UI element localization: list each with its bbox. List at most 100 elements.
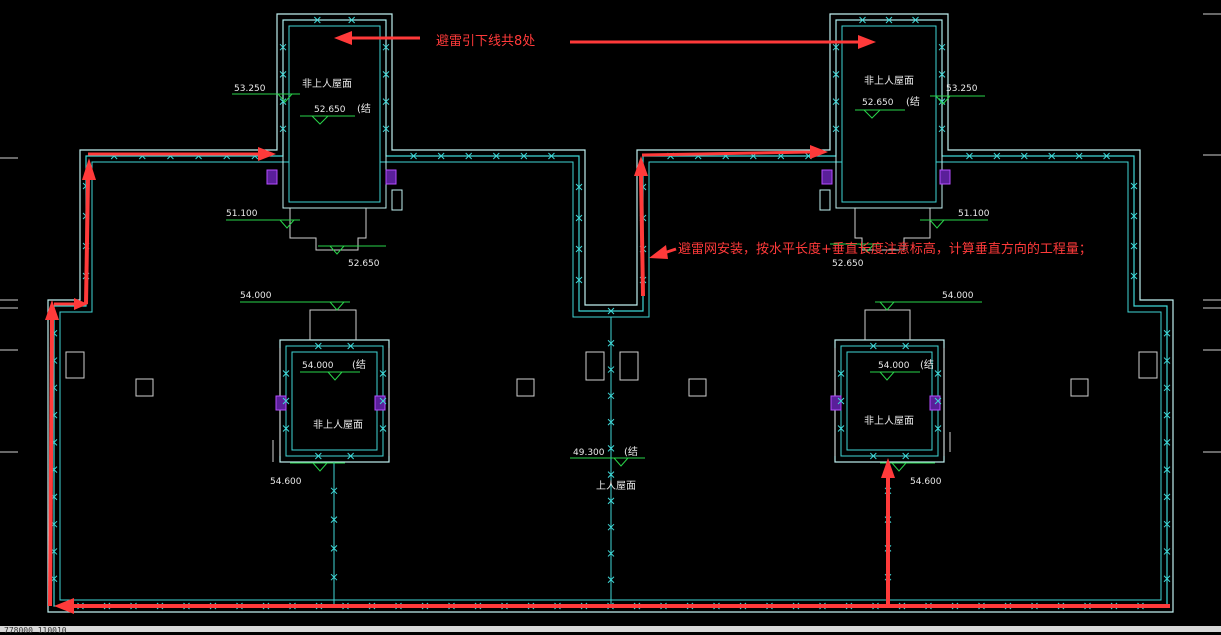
mr-note: (结 — [920, 358, 934, 371]
center-note: (结 — [624, 445, 638, 458]
mesh-cross-mark — [1163, 411, 1171, 419]
mesh-cross-mark — [492, 152, 500, 160]
mesh-vertical-lines — [333, 317, 889, 606]
mesh-cross-mark — [382, 125, 390, 133]
ml-elev-bottom: 54.600 — [270, 477, 302, 487]
roof-openings — [65, 351, 1158, 397]
mesh-cross-mark — [1163, 329, 1171, 337]
tl-elev-center: 52.650 — [314, 105, 346, 115]
tr-elev-right: 53.250 — [946, 84, 978, 94]
mesh-cross-mark — [282, 370, 290, 377]
mesh-cross-mark — [832, 71, 840, 78]
level-marks — [226, 93, 988, 472]
mesh-cross-mark — [607, 366, 615, 373]
mesh-cross-mark — [607, 576, 615, 584]
mesh-cross-mark — [279, 125, 287, 133]
center-elev: 49.300 — [573, 448, 605, 458]
mesh-cross-mark — [330, 516, 338, 523]
mesh-cross-mark — [575, 276, 583, 284]
mesh-cross-mark — [1075, 152, 1083, 160]
mr-elev-bottom: 54.600 — [910, 477, 942, 487]
mesh-cross-mark — [313, 16, 321, 24]
mesh-cross-mark — [1048, 152, 1056, 160]
mesh-cross-mark — [282, 425, 290, 432]
mesh-cross-mark — [330, 545, 338, 552]
mesh-cross-mark — [934, 397, 942, 405]
mesh-cross-mark — [938, 71, 946, 78]
tr-elev-bottom-right: 51.100 — [958, 209, 990, 219]
edge-ticks — [0, 13, 1221, 453]
mesh-cross-mark — [607, 550, 615, 557]
mesh-cross-mark — [837, 370, 845, 377]
mesh-cross-mark — [832, 43, 840, 51]
mesh-cross-mark — [1163, 439, 1171, 446]
tr-elev-bottom: 52.650 — [832, 259, 864, 269]
mesh-cross-mark — [837, 397, 845, 405]
tr-room-label: 非上人屋面 — [864, 75, 914, 87]
mesh-cross-mark — [902, 452, 910, 460]
mesh-cross-mark — [1020, 152, 1028, 160]
mesh-cross-mark — [575, 245, 583, 253]
mesh-cross-mark — [1130, 242, 1138, 250]
mr-room-label: 非上人屋面 — [864, 415, 914, 427]
mesh-cross-mark — [1163, 384, 1171, 392]
mesh-cross-mark — [607, 339, 615, 347]
mesh-cross-mark — [1163, 575, 1171, 583]
mesh-cross-mark — [1163, 548, 1171, 555]
mesh-cross-mark — [382, 98, 390, 105]
mr-elev-center: 54.000 — [878, 361, 910, 371]
mesh-cross-mark — [832, 98, 840, 105]
ml-elev-center: 54.000 — [302, 361, 334, 371]
mesh-cross-mark — [347, 342, 355, 350]
mesh-cross-mark — [912, 16, 919, 24]
mesh-cross-mark — [607, 418, 615, 426]
mesh-cross-mark — [607, 445, 615, 452]
downlead-annotation: 避雷引下线共8处 — [436, 34, 535, 49]
mesh-cross-mark — [1130, 272, 1138, 280]
mesh-cross-mark — [902, 342, 910, 350]
mesh-cross-mark — [330, 573, 338, 581]
mesh-cross-mark — [607, 392, 615, 400]
mesh-cross-mark — [934, 370, 942, 377]
center-room-label: 上人屋面 — [596, 480, 636, 492]
mesh-cross-mark — [520, 152, 528, 160]
mr-elev-top: 54.000 — [942, 291, 974, 301]
tl-elev-bottom: 52.650 — [348, 259, 380, 269]
mesh-cross-mark — [279, 43, 287, 51]
mesh-cross-mark — [859, 16, 866, 24]
annotation-labels: 避雷引下线共8处 避雷网安装，按水平长度+垂直长度注意标高，计算垂直方向的工程量… — [436, 34, 1092, 257]
ml-elev-top: 54.000 — [240, 291, 272, 301]
mesh-cross-mark — [1163, 493, 1171, 501]
top-room-steps — [289, 208, 931, 251]
mesh-cross-mark — [410, 152, 417, 160]
mesh-cross-mark — [282, 397, 290, 405]
mesh-cross-mark — [379, 370, 387, 377]
elevation-labels: 53.250 非上人屋面 52.650 (结 51.100 52.650 非上人… — [226, 75, 990, 492]
mesh-cross-mark — [347, 452, 355, 460]
mesh-cross-mark — [607, 307, 615, 315]
mesh-cross-mark — [575, 214, 583, 222]
mesh-cross-mark — [832, 125, 840, 133]
mesh-cross-mark — [993, 152, 1001, 160]
mesh-cross-mark — [379, 425, 387, 432]
status-bar: 778000 110010 — [0, 626, 1221, 635]
ml-room-label: 非上人屋面 — [313, 419, 363, 431]
status-coordinates: 778000 110010 — [4, 626, 67, 635]
tl-note: (结 — [357, 102, 371, 115]
tl-room-label: 非上人屋面 — [302, 78, 352, 90]
mesh-cross-mark — [938, 43, 946, 51]
mesh-cross-mark — [837, 425, 845, 432]
mesh-cross-mark — [869, 452, 877, 460]
mesh-cross-mark — [1130, 212, 1138, 220]
mesh-cross-mark — [379, 397, 387, 405]
mesh-cross-mark — [934, 425, 942, 432]
mesh-cross-mark — [382, 71, 390, 78]
tr-note: (结 — [906, 95, 920, 108]
mesh-cross-mark — [279, 98, 287, 105]
mesh-cross-mark — [314, 342, 322, 350]
mesh-cross-mark — [1163, 520, 1171, 528]
tr-elev-center: 52.650 — [862, 98, 894, 108]
mesh-cross-mark — [437, 152, 445, 160]
purple-markers — [266, 169, 951, 411]
